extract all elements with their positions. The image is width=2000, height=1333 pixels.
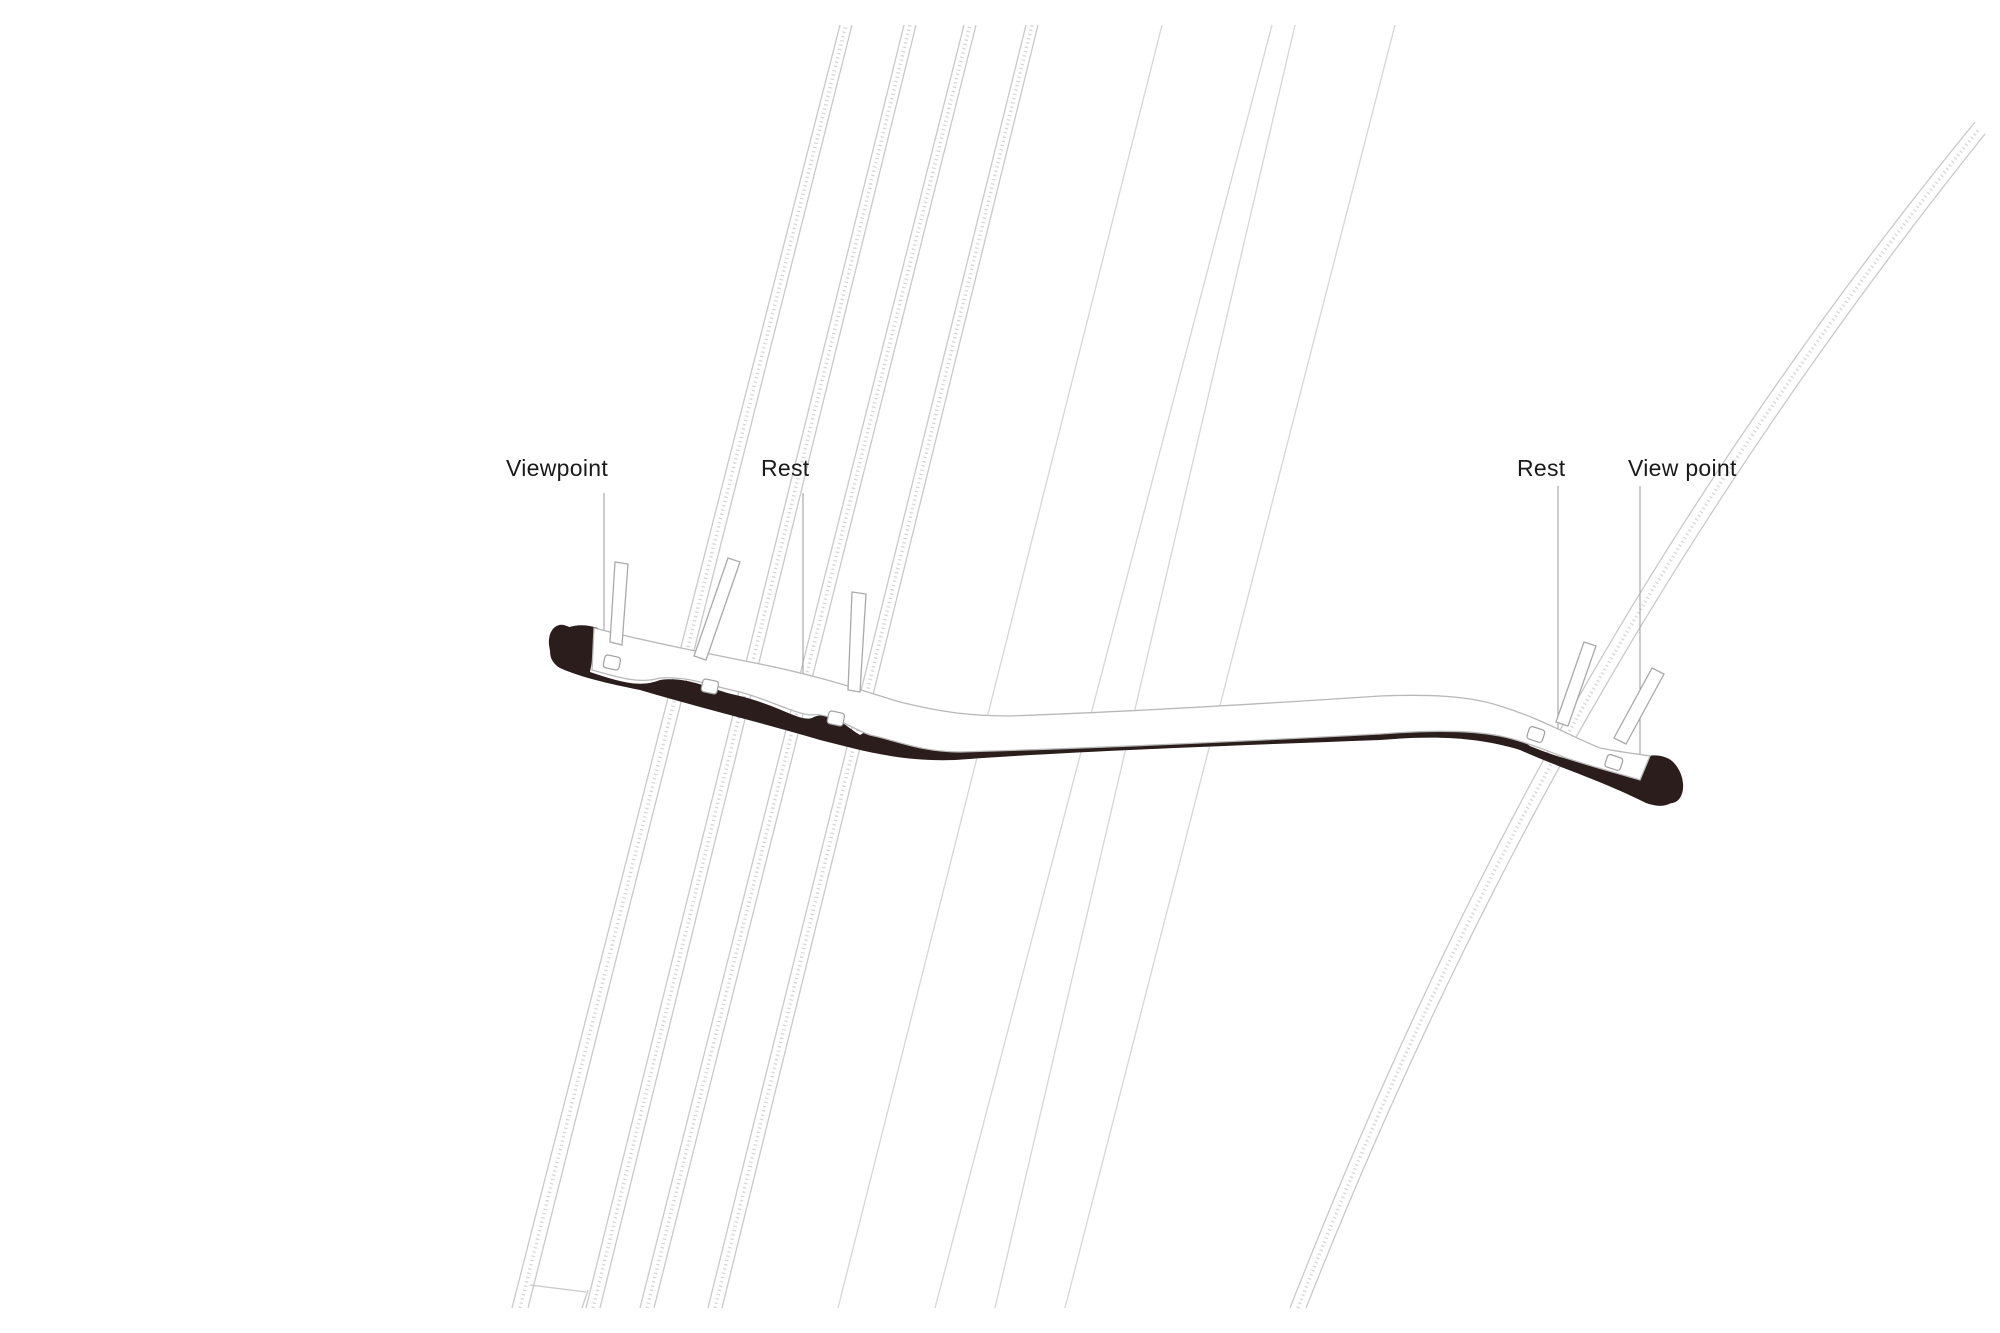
bridge-hull	[550, 625, 1681, 806]
end-cap-left	[548, 624, 584, 672]
bridge-walkway	[591, 627, 1651, 781]
leader-lines	[603, 486, 1641, 758]
cabin-3	[826, 710, 846, 727]
mast-2	[693, 557, 741, 661]
label-viewpoint-right: View point	[1628, 455, 1737, 481]
road-lines	[837, 24, 1396, 1309]
label-rest-left: Rest	[761, 455, 810, 481]
rail-track-4	[707, 24, 1039, 1309]
cabin-4	[1526, 726, 1546, 743]
cabin-5	[1604, 754, 1624, 771]
end-cap-right	[1648, 756, 1684, 804]
mast-3	[847, 591, 867, 693]
mast-4	[1555, 641, 1597, 727]
cabin-2	[700, 678, 720, 695]
cabin-1	[602, 654, 622, 671]
bridge-deck	[548, 557, 1684, 806]
mast-5	[1613, 667, 1665, 745]
labels: Viewpoint Rest Rest View point	[506, 455, 1737, 481]
railway-corridor	[511, 24, 1986, 1309]
label-viewpoint-left: Viewpoint	[506, 455, 608, 481]
track-end-block	[529, 1284, 589, 1309]
rail-track-3	[639, 24, 977, 1309]
label-rest-right: Rest	[1517, 455, 1566, 481]
mast-1	[609, 561, 629, 646]
